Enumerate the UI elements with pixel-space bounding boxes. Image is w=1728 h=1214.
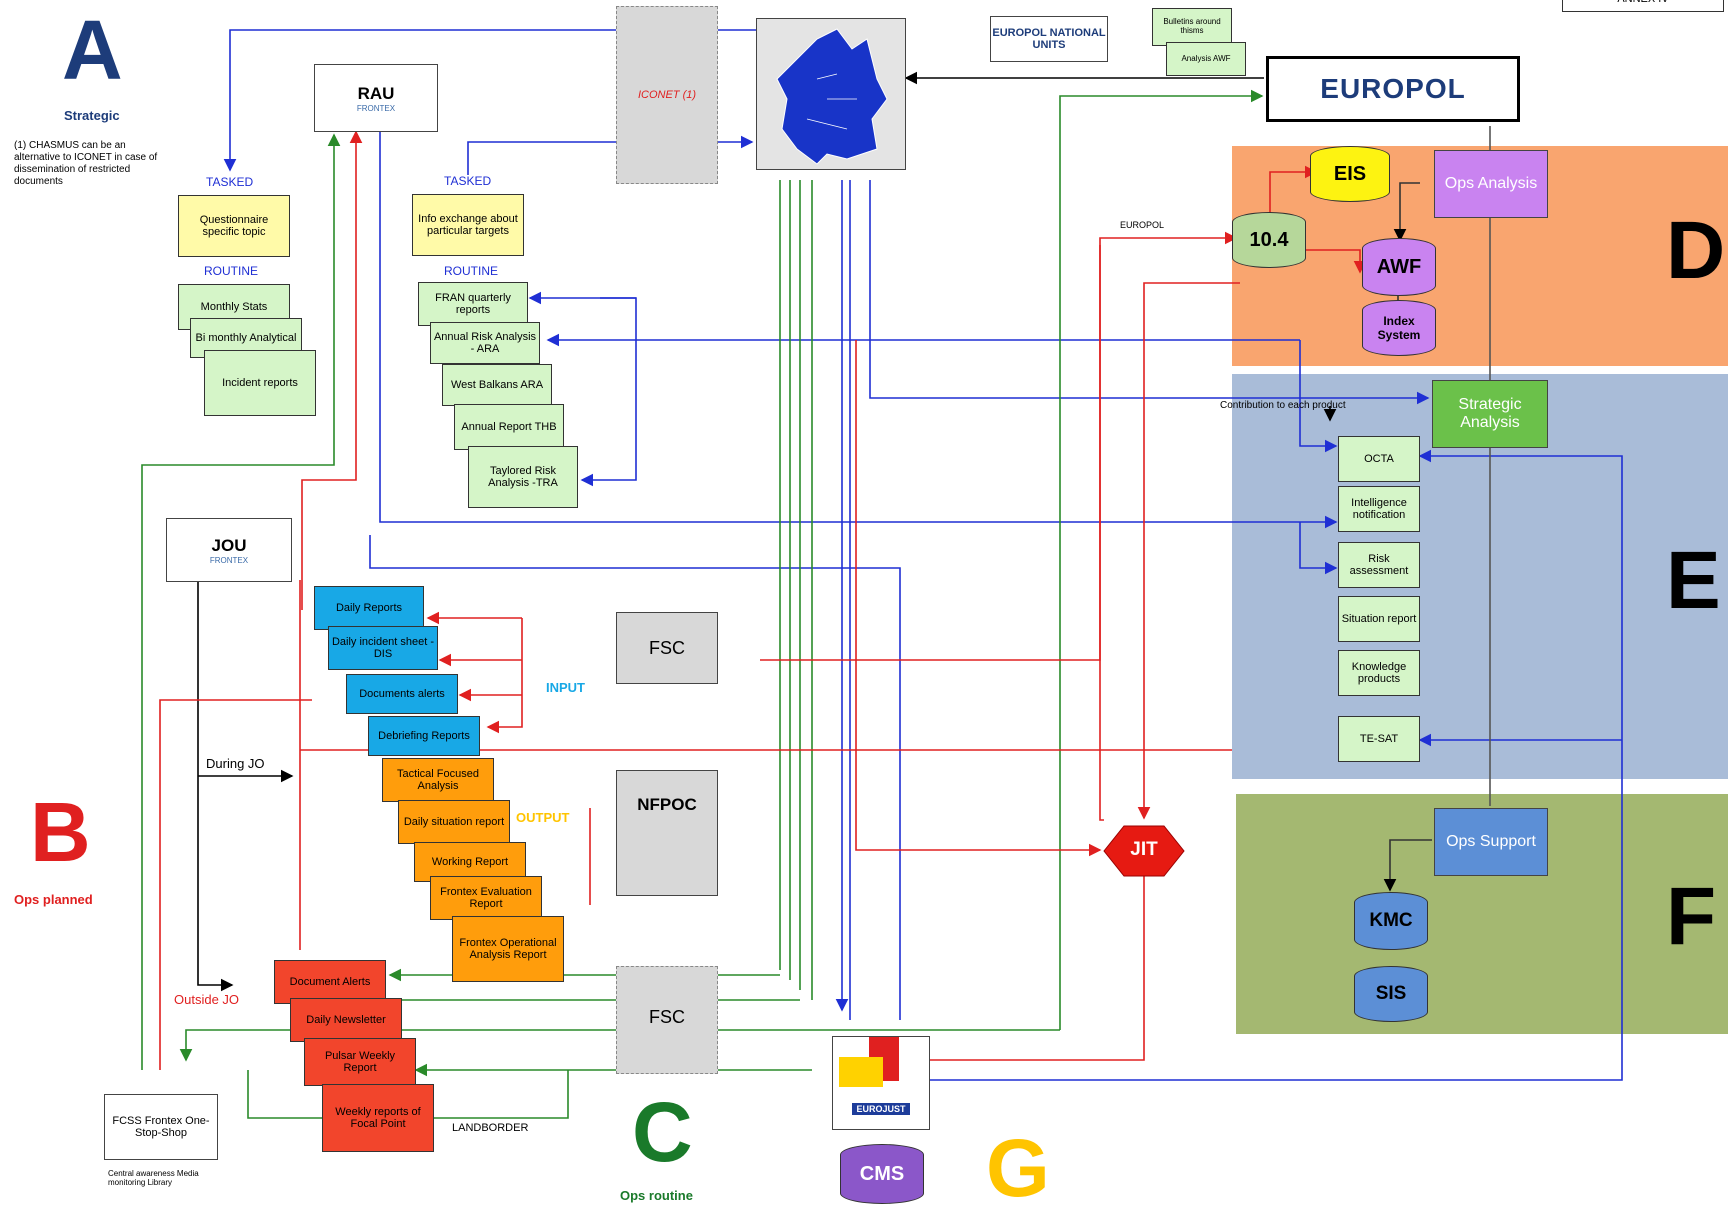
europol-national-units[interactable]: EUROPOL NATIONAL UNITS [990,16,1108,62]
during-jo-label: During JO [206,756,265,771]
cms-database[interactable]: CMS [840,1144,924,1204]
output-doc-4[interactable]: Frontex Operational Analysis Report [452,916,564,982]
output-label: OUTPUT [516,810,570,825]
jou-box[interactable]: JOU FRONTEX [166,518,292,582]
strategic-analysis-box[interactable]: Strategic Analysis [1432,380,1548,448]
input-label: INPUT [546,680,585,695]
kmc-database[interactable]: KMC [1354,892,1428,950]
rau-name: RAU [357,83,395,103]
rau-routine-doc-1[interactable]: Annual Risk Analysis - ARA [430,322,540,364]
jit-node[interactable]: JIT [1102,824,1186,878]
eu-arrow-label: EUROPOL [1120,220,1165,230]
rau-box[interactable]: RAU FRONTEX [314,64,438,132]
section-c-letter: C [632,1085,693,1179]
section-b-letter: B [30,785,91,879]
ops-analysis-box[interactable]: Ops Analysis [1434,150,1548,218]
nfpoc-label: NFPOC [637,795,697,814]
a-routine-label: ROUTINE [204,264,258,278]
europol-logo-box[interactable]: EUROPOL [1266,56,1520,122]
iconet-box[interactable]: ICONET (1) [616,6,718,184]
fsc-box-1[interactable]: FSC [616,612,718,684]
e-product-1[interactable]: Intelligence notification [1338,486,1420,532]
c-doc-0[interactable]: Document Alerts [274,960,386,1004]
e-product-5[interactable]: TE-SAT [1338,716,1420,762]
e-product-4[interactable]: Knowledge products [1338,650,1420,696]
contribution-label: Contribution to each product [1220,400,1346,411]
fcss-caption: Central awareness Media monitoring Libra… [108,1169,199,1187]
rau-logo: FRONTEX [356,103,396,113]
section-b-name: Ops planned [14,892,93,907]
section-a-letter: A [62,3,123,97]
rau-routine-doc-2[interactable]: West Balkans ARA [442,364,552,406]
fsc-label-1: FSC [649,637,685,658]
c-doc-3[interactable]: Weekly reports of Focal Point [322,1084,434,1152]
a-tasked-doc[interactable]: Questionnaire specific topic [178,195,290,257]
jit-octagon-icon [1103,825,1185,877]
eu-map[interactable] [756,18,906,170]
rau-routine-doc-0[interactable]: FRAN quarterly reports [418,282,528,326]
jou-name: JOU [211,535,247,555]
output-doc-3[interactable]: Frontex Evaluation Report [430,876,542,920]
section-d-letter: D [1666,205,1726,296]
rau-routine-doc-3[interactable]: Annual Report THB [454,404,564,450]
eurojust-logo[interactable]: EUROJUST [832,1036,930,1130]
input-doc-1[interactable]: Daily incident sheet - DIS [328,626,438,670]
e-product-2[interactable]: Risk assessment [1338,542,1420,588]
eu-map-icon [776,28,888,165]
input-doc-0[interactable]: Daily Reports [314,586,424,630]
national-units-label: EUROPOL NATIONAL UNITS [992,27,1106,51]
europol-name: EUROPOL [1320,73,1466,104]
analysis-awf-doc[interactable]: Analysis AWF [1166,42,1246,76]
bulletin-doc[interactable]: Bulletins around thisms [1152,8,1232,46]
section-e-letter: E [1666,535,1721,626]
eurojust-scale-icon [839,1057,883,1087]
ops-support-box[interactable]: Ops Support [1434,808,1548,876]
e-product-0[interactable]: OCTA [1338,436,1420,482]
jit-label: JIT [1130,839,1158,860]
fsc-box-2[interactable]: FSC [616,966,718,1074]
rau-tasked-label: TASKED [444,174,492,188]
iconet-label: ICONET (1) [637,89,697,101]
c-doc-1[interactable]: Daily Newsletter [290,998,402,1042]
eis-database[interactable]: EIS [1310,146,1390,202]
section-g-letter: G [986,1123,1050,1214]
output-doc-2[interactable]: Working Report [414,842,526,882]
output-doc-1[interactable]: Daily situation report [398,800,510,844]
input-doc-3[interactable]: Debriefing Reports [368,716,480,756]
nfpoc-box[interactable]: NFPOC [616,770,718,896]
section-f-letter: F [1666,871,1717,962]
landborder-label: LANDBORDER [452,1122,529,1134]
chasmus-note: (1) CHASMUS can be an alternative to ICO… [14,140,158,187]
sis-database[interactable]: SIS [1354,966,1428,1022]
fcss-box[interactable]: FCSS Frontex One-Stop-Shop [104,1094,218,1160]
rau-tasked-doc[interactable]: Info exchange about particular targets [412,194,524,256]
section-a-name: Strategic [64,108,120,123]
rau-routine-label: ROUTINE [444,264,498,278]
e-product-3[interactable]: Situation report [1338,596,1420,642]
section-c-name: Ops routine [620,1188,693,1203]
a-tasked-label: TASKED [206,175,254,189]
index-system-database[interactable]: Index System [1362,300,1436,356]
rau-routine-doc-4[interactable]: Taylored Risk Analysis -TRA [468,446,578,508]
input-doc-2[interactable]: Documents alerts [346,674,458,714]
eurojust-name: EUROJUST [852,1103,910,1115]
outside-jo-label: Outside JO [174,992,240,1007]
annex-label: ANNEX IV [1562,0,1724,12]
c-doc-2[interactable]: Pulsar Weekly Report [304,1038,416,1086]
jou-logo: FRONTEX [209,555,249,565]
awf-database[interactable]: AWF [1362,238,1436,296]
a-routine-doc-2[interactable]: Incident reports [204,350,316,416]
fsc-label-2: FSC [649,1007,685,1027]
ten-four-database[interactable]: 10.4 [1232,212,1306,268]
output-doc-0[interactable]: Tactical Focused Analysis [382,758,494,802]
